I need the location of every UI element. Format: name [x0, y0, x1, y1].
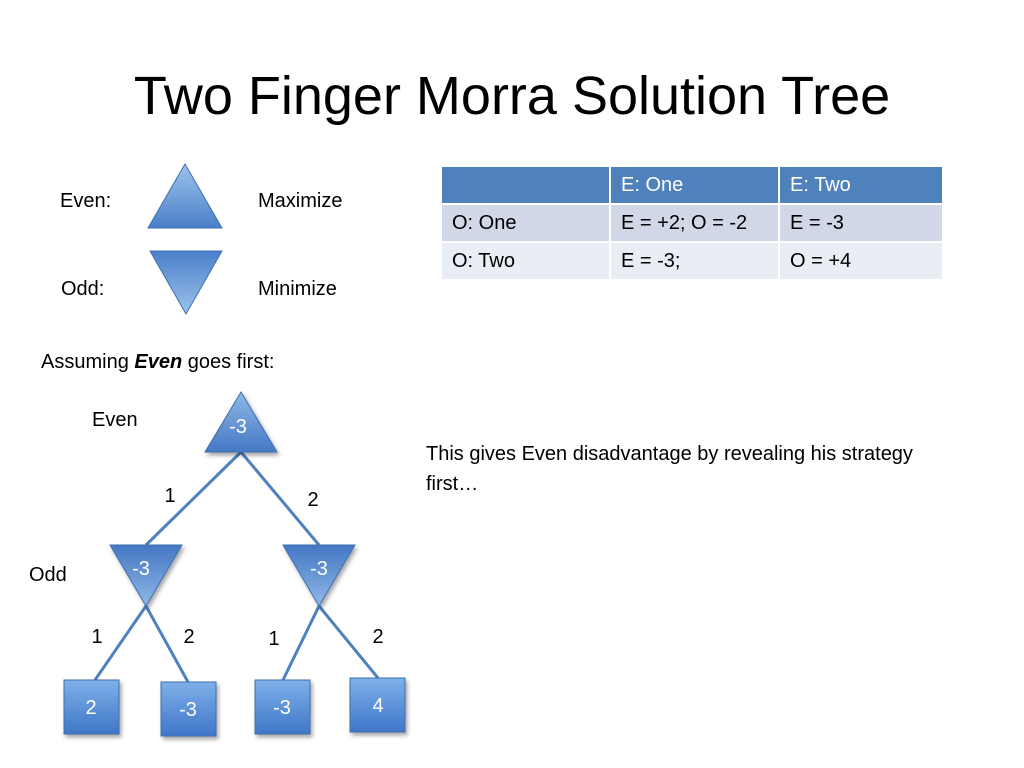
root-even-node [204, 391, 278, 453]
tree-level-label-odd: Odd [29, 564, 67, 586]
leaf-node [63, 679, 120, 735]
leaf-node-value: -3 [179, 699, 197, 721]
assumption-prefix: Assuming [41, 351, 135, 373]
tree-edge [281, 605, 321, 681]
table-cell: E = +2; O = -2 [611, 205, 778, 241]
assumption-emphasis: Even [134, 351, 183, 373]
legend-minimize-label: Minimize [258, 278, 337, 300]
maximize-triangle-icon [147, 163, 223, 229]
edge-label: 2 [307, 489, 318, 511]
leaf-node-value: 2 [85, 697, 96, 719]
table-header-row: E: One E: Two [442, 167, 942, 203]
legend-graphic [147, 163, 223, 316]
edge-label: 1 [91, 626, 102, 648]
edge-label: 2 [183, 626, 194, 648]
table-row: O: One E = +2; O = -2 E = -3 [442, 205, 942, 241]
minimize-triangle-icon [149, 250, 223, 316]
table-header-cell: E: Two [780, 167, 942, 203]
odd-node-right [282, 544, 356, 607]
table-cell: E = -3; [611, 243, 778, 279]
slide-title: Two Finger Morra Solution Tree [133, 66, 891, 126]
edge-label: 1 [164, 485, 175, 507]
table-row: O: Two E = -3; O = +4 [442, 243, 942, 279]
assumption-suffix: goes first: [182, 351, 275, 373]
tree-edge [144, 450, 243, 547]
legend-even-label: Even: [60, 190, 112, 212]
odd-node-left-value: -3 [132, 558, 150, 580]
assumption-text: Assuming Even goes first: [41, 350, 274, 374]
table-cell: E = -3 [780, 205, 942, 241]
leaf-node [160, 681, 217, 737]
explanation-note: This gives Even disadvantage by revealin… [426, 443, 913, 495]
tree-edge [317, 605, 380, 679]
table-cell: O: Two [442, 243, 609, 279]
leaf-node [349, 677, 406, 733]
tree-edge [144, 605, 190, 683]
odd-node-right-value: -3 [310, 558, 328, 580]
odd-node-left [109, 544, 183, 607]
leaf-node-value: 4 [372, 695, 383, 717]
tree-edge [93, 605, 148, 681]
table-header-cell [442, 167, 609, 203]
legend-maximize-label: Maximize [258, 190, 343, 212]
table-cell: O: One [442, 205, 609, 241]
payoff-table: E: One E: Two O: One E = +2; O = -2 E = … [440, 165, 944, 281]
leaf-node-value: -3 [273, 697, 291, 719]
table-cell: O = +4 [780, 243, 942, 279]
root-node-value: -3 [229, 416, 247, 438]
tree-edge [239, 451, 321, 546]
tree-level-label-even: Even [92, 409, 138, 431]
edge-label: 1 [268, 628, 279, 650]
edge-label: 2 [372, 626, 383, 648]
table-header-cell: E: One [611, 167, 778, 203]
legend-odd-label: Odd: [61, 278, 105, 300]
leaf-node [254, 679, 311, 735]
